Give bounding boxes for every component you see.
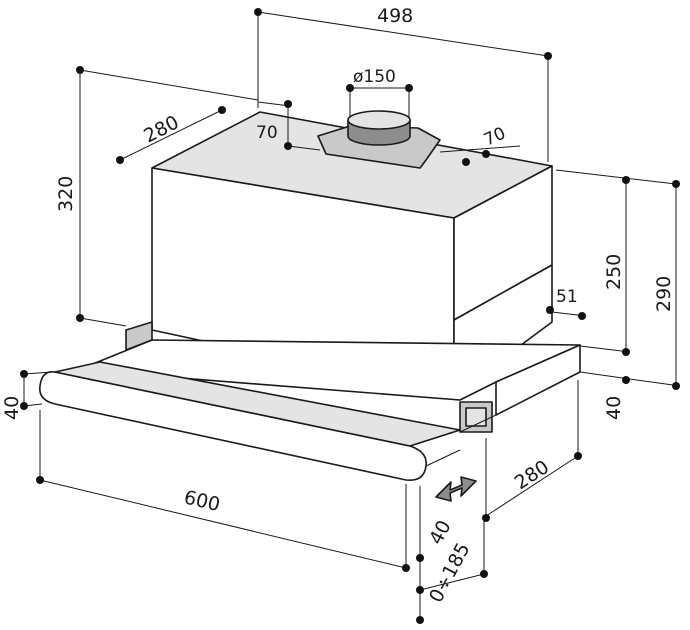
- dim-label-duct-offset-left: 70: [256, 123, 278, 143]
- body-step-edge: [453, 264, 553, 321]
- dim-label-depth: 280: [140, 111, 182, 147]
- slide-frame: [77, 339, 581, 433]
- dim-label-overall-height: 320: [55, 176, 77, 212]
- dim-label-duct-offset-right: 70: [481, 123, 509, 150]
- dim-label-slide-range: 0÷185: [425, 539, 475, 606]
- dim-label-front-height-left: 40: [1, 396, 23, 420]
- front-visor: [38, 361, 461, 482]
- visor-front-face: [38, 370, 427, 482]
- dim-label-total-width: 498: [377, 5, 413, 27]
- frame-bottom-edge: [459, 414, 497, 433]
- dim-label-front-height-right: 40: [603, 396, 625, 420]
- dim-label-body-height: 250: [603, 254, 625, 290]
- dim-label-step: 51: [556, 287, 578, 307]
- slide-direction-arrow-icon: [435, 476, 477, 502]
- dim-label-total-height: 290: [653, 276, 675, 312]
- visor-right-edge: [409, 429, 461, 447]
- dim-label-lower-depth: 280: [511, 456, 553, 494]
- dim-label-duct-diameter: ø150: [353, 67, 396, 87]
- duct-outlet: [317, 110, 441, 169]
- frame-channel-inner: [465, 407, 487, 427]
- visor-right-bottom-edge: [425, 449, 461, 467]
- hood-body: [151, 111, 553, 396]
- dim-label-front-width: 600: [182, 486, 222, 516]
- dim-label-front-thickness: 40: [425, 517, 456, 549]
- dimension-lines: [20, 8, 681, 624]
- duct-opening: [347, 110, 411, 130]
